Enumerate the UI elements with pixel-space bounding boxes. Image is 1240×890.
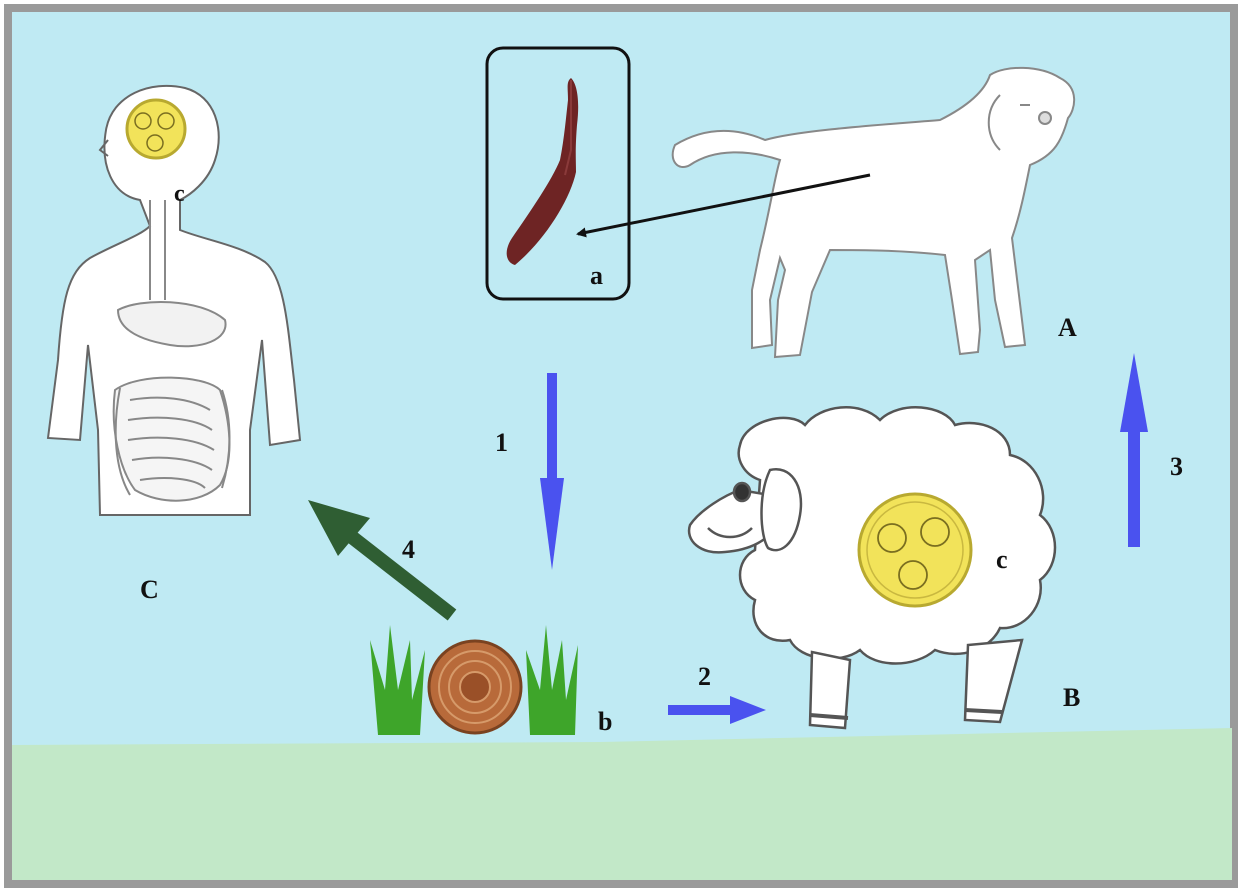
step-label-3: 3 — [1170, 452, 1183, 481]
step-label-4: 4 — [402, 535, 415, 564]
ground — [12, 728, 1232, 880]
step-label-1: 1 — [495, 428, 508, 457]
host-label-b: B — [1063, 683, 1080, 712]
worm-label-a: a — [590, 261, 603, 290]
host-label-c: C — [140, 575, 159, 604]
egg-label-b: b — [598, 707, 612, 736]
egg-icon — [429, 641, 521, 733]
cyst-label-human: c — [174, 181, 185, 207]
hydatid-cyst-icon — [127, 100, 185, 158]
step-label-2: 2 — [698, 662, 711, 691]
hydatid-cyst-icon-sheep — [859, 494, 971, 606]
cyst-label-sheep: c — [996, 545, 1008, 574]
host-label-a: A — [1058, 313, 1077, 342]
